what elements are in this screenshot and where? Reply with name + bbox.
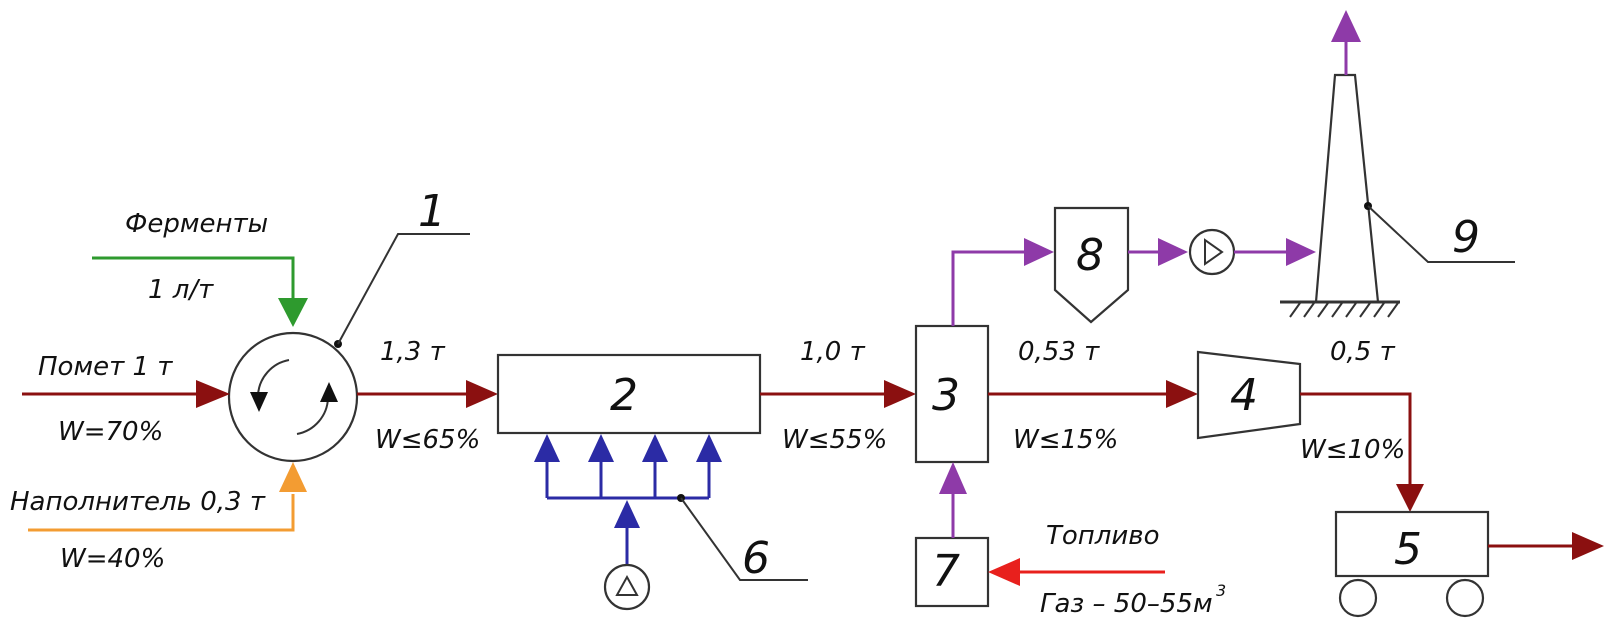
flow-3-mass: 0,53 т bbox=[1018, 337, 1100, 367]
unit-3-number: 3 bbox=[932, 370, 960, 421]
gas-3-to-8 bbox=[951, 238, 1054, 326]
fan-icon bbox=[603, 563, 651, 611]
flow-2-moisture: W≤55% bbox=[782, 425, 887, 455]
unit-6-air-distribution: 6 bbox=[534, 434, 808, 611]
unit-4: 4 bbox=[1196, 350, 1302, 440]
unit-3: 3 bbox=[914, 324, 990, 464]
flow-2-to-3: 1,0 т W≤55% bbox=[760, 337, 916, 455]
unit-7: 7 bbox=[914, 536, 990, 608]
unit-4-number: 4 bbox=[1230, 370, 1258, 421]
filler-label: Наполнитель 0,3 т bbox=[10, 487, 266, 517]
flow-1-mass: 1,3 т bbox=[380, 337, 446, 367]
product-output bbox=[1488, 532, 1604, 560]
unit-8-cyclone: 8 bbox=[1053, 206, 1130, 324]
fuel-label: Топливо bbox=[1046, 521, 1160, 551]
flow-4-moisture: W≤10% bbox=[1300, 435, 1405, 465]
flow-3-to-4: 0,53 т W≤15% bbox=[988, 337, 1198, 455]
manure-moisture-label: W=70% bbox=[58, 417, 163, 447]
unit-9-number: 9 bbox=[1452, 212, 1480, 263]
manure-input: Помет 1 т W=70% bbox=[22, 352, 230, 447]
unit-1-number: 1 bbox=[418, 186, 446, 237]
enzymes-label: Ферменты bbox=[125, 209, 268, 239]
fuel-input: Топливо Газ – 50–55м 3 bbox=[988, 521, 1226, 619]
rotating-mixer-icon bbox=[250, 359, 338, 435]
manure-label: Помет 1 т bbox=[38, 352, 173, 382]
flow-1-moisture: W≤65% bbox=[375, 425, 480, 455]
unit-6-number: 6 bbox=[742, 533, 770, 584]
flow-1-to-2: 1,3 т W≤65% bbox=[357, 337, 498, 455]
unit-5-cart: 5 bbox=[1334, 510, 1490, 618]
filler-input: Наполнитель 0,3 т W=40% bbox=[10, 462, 307, 574]
unit-2-number: 2 bbox=[610, 370, 638, 421]
unit-1-mixer bbox=[227, 331, 359, 463]
unit-2: 2 bbox=[496, 353, 762, 435]
enzymes-input: Ферменты 1 л/т bbox=[92, 209, 308, 327]
flow-2-mass: 1,0 т bbox=[800, 337, 866, 367]
unit-7-number: 7 bbox=[932, 546, 960, 597]
unit-1-leader: 1 bbox=[334, 186, 470, 348]
gas-7-to-3 bbox=[939, 462, 967, 538]
gas-amount-label: Газ – 50–55м bbox=[1040, 589, 1213, 619]
gas-8-to-fan bbox=[1128, 238, 1188, 266]
flow-3-moisture: W≤15% bbox=[1013, 425, 1118, 455]
filler-moisture-label: W=40% bbox=[60, 544, 165, 574]
enzymes-rate-label: 1 л/т bbox=[148, 275, 214, 305]
gas-unit-exponent: 3 bbox=[1216, 581, 1226, 600]
unit-8-number: 8 bbox=[1076, 230, 1104, 281]
unit-5-number: 5 bbox=[1394, 524, 1422, 575]
flow-4-mass: 0,5 т bbox=[1330, 337, 1396, 367]
gas-fan-to-stack bbox=[1234, 238, 1316, 266]
unit-9-exhaust-stack: 9 bbox=[1280, 10, 1515, 318]
exhaust-fan-icon bbox=[1188, 228, 1236, 276]
flow-4-to-5: 0,5 т W≤10% bbox=[1300, 337, 1424, 512]
